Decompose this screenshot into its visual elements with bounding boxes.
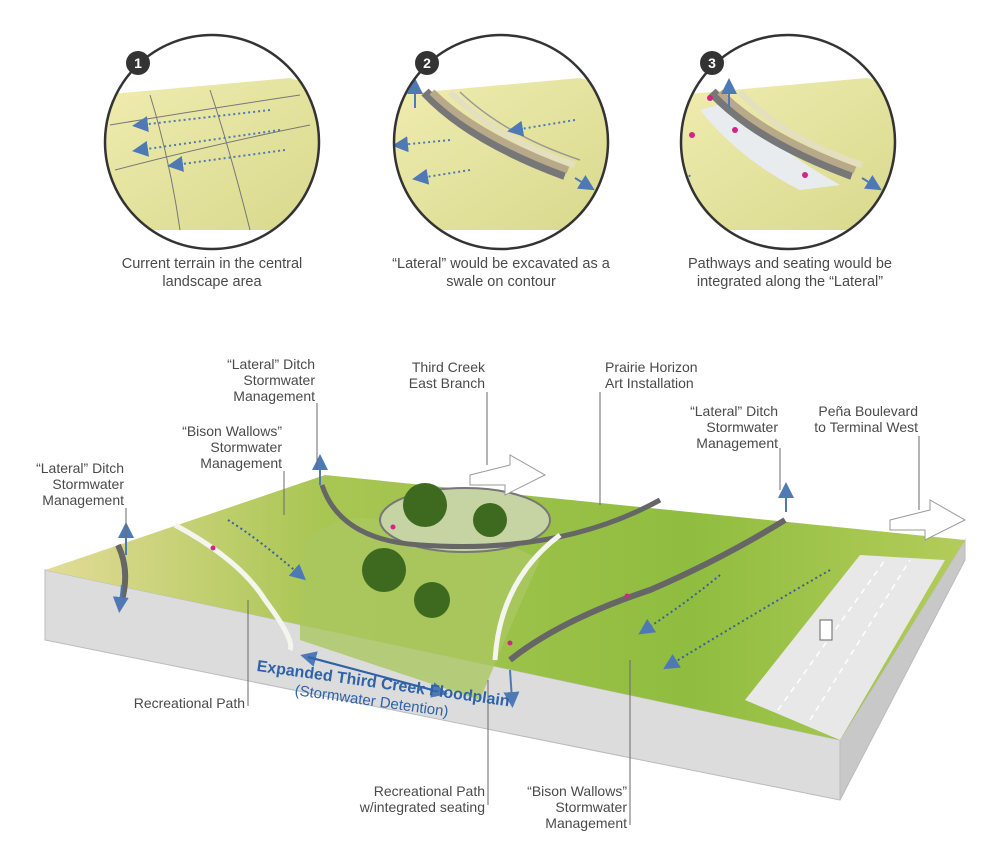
leader-lines [125, 392, 920, 825]
step-1-caption-line2: landscape area [162, 274, 262, 290]
callout-bison-wallows-bottom-line1: “Bison Wallows” [527, 783, 627, 799]
callout-pena-boulevard-line1: Peña Boulevard [818, 403, 918, 419]
callout-bison-wallows-top-line2: Stormwater [210, 439, 282, 455]
callout-recreational-path: Recreational Path [100, 695, 245, 711]
callout-lateral-ditch-top-line2: Stormwater [243, 372, 315, 388]
callout-bison-wallows-bottom: “Bison Wallows” Stormwater Management [495, 783, 627, 831]
callout-lateral-ditch-left-line2: Stormwater [52, 476, 124, 492]
callout-prairie-horizon: Prairie Horizon Art Installation [605, 359, 755, 391]
callout-pena-boulevard: Peña Boulevard to Terminal West [790, 403, 918, 435]
callout-prairie-horizon-line2: Art Installation [605, 375, 694, 391]
callout-third-creek: Third Creek East Branch [380, 359, 485, 391]
step-1-caption-line1: Current terrain in the central [121, 256, 303, 272]
callout-lateral-ditch-left-line1: “Lateral” Ditch [36, 460, 124, 476]
callout-lateral-ditch-left: “Lateral” Ditch Stormwater Management [10, 460, 124, 508]
callout-third-creek-line2: East Branch [408, 375, 485, 391]
callout-bison-wallows-bottom-line3: Management [545, 815, 627, 831]
callout-pena-boulevard-line2: to Terminal West [814, 419, 918, 435]
step-2-caption: “Lateral” would be excavated as a swale … [371, 255, 631, 291]
callout-recreational-path-line1: Recreational Path [133, 695, 245, 711]
step-1-caption: Current terrain in the central landscape… [92, 255, 332, 291]
step-2-number: 2 [423, 55, 431, 71]
step-3-caption: Pathways and seating would be integrated… [660, 255, 920, 291]
callout-lateral-ditch-right-line3: Management [696, 435, 778, 451]
callout-lateral-ditch-top: “Lateral” Ditch Stormwater Management [195, 356, 315, 404]
callout-recreational-path-seating-line1: Recreational Path [373, 783, 485, 799]
callout-lateral-ditch-top-line3: Management [233, 388, 315, 404]
callout-recreational-path-seating-line2: w/integrated seating [359, 799, 485, 815]
callout-recreational-path-seating: Recreational Path w/integrated seating [335, 783, 485, 815]
step-1-illustration [103, 33, 321, 251]
callout-lateral-ditch-top-line1: “Lateral” Ditch [227, 356, 315, 372]
step-3-number: 3 [708, 55, 716, 71]
callout-bison-wallows-bottom-line2: Stormwater [555, 799, 627, 815]
callout-lateral-ditch-right: “Lateral” Ditch Stormwater Management [660, 403, 778, 451]
step-2-illustration [392, 33, 610, 251]
callout-bison-wallows-top: “Bison Wallows” Stormwater Management [150, 423, 282, 471]
callout-bison-wallows-top-line1: “Bison Wallows” [182, 423, 282, 439]
step-3-caption-line2: integrated along the “Lateral” [696, 274, 884, 290]
callout-lateral-ditch-left-line3: Management [42, 492, 124, 508]
step-1-number: 1 [134, 55, 142, 71]
step-2-badge [415, 51, 439, 75]
callout-lateral-ditch-right-line1: “Lateral” Ditch [690, 403, 778, 419]
site-block-diagram [44, 454, 967, 801]
step-3-illustration [679, 33, 897, 251]
step-2-caption-line2: swale on contour [446, 274, 556, 290]
callout-bison-wallows-top-line3: Management [200, 455, 282, 471]
step-3-caption-line1: Pathways and seating would be [688, 256, 892, 272]
step-2-caption-line1: “Lateral” would be excavated as a [392, 256, 610, 272]
step-1-badge [126, 51, 150, 75]
callout-third-creek-line1: Third Creek [411, 359, 485, 375]
step-3-badge [700, 51, 724, 75]
callout-prairie-horizon-line1: Prairie Horizon [605, 359, 698, 375]
callout-lateral-ditch-right-line2: Stormwater [706, 419, 778, 435]
